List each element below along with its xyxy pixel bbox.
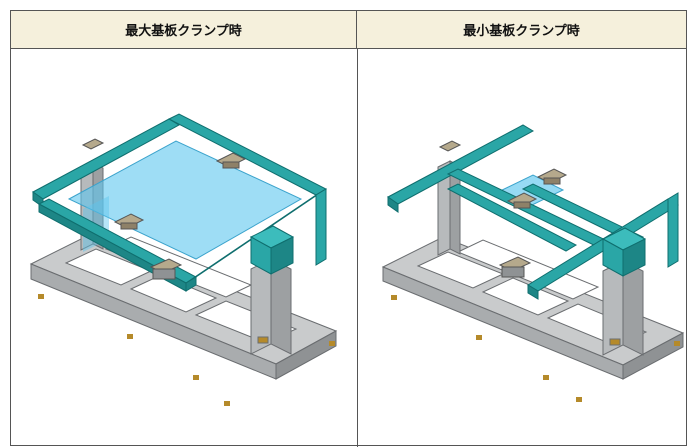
comparison-table: 最大基板クランプ時 最小基板クランプ時	[10, 10, 687, 447]
right-post	[250, 258, 292, 355]
cell-min-clamp	[358, 49, 686, 445]
clamps	[81, 138, 247, 280]
header-max-clamp: 最大基板クランプ時	[11, 11, 357, 49]
glass-board	[67, 140, 303, 260]
header-min-clamp: 最小基板クランプ時	[357, 11, 686, 49]
right-column-block	[601, 227, 647, 277]
clamps	[438, 140, 568, 278]
column-divider	[357, 49, 358, 447]
feet	[38, 294, 335, 406]
max-clamp-machine-illustration	[29, 113, 338, 406]
right-column-block	[249, 225, 295, 275]
feet	[391, 295, 680, 402]
cell-max-clamp	[11, 49, 357, 445]
min-clamp-machine-illustration	[381, 124, 685, 402]
